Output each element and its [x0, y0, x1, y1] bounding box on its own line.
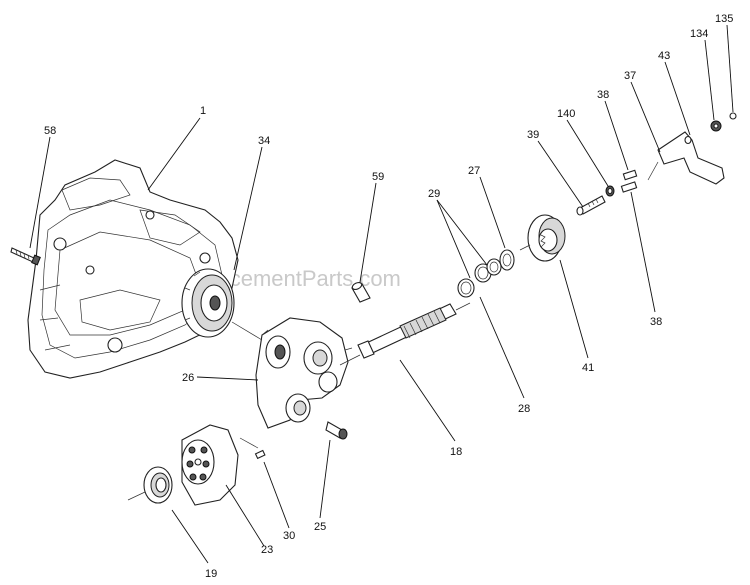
callout-58: 58 — [44, 125, 56, 137]
pin-part-38-lower — [620, 181, 638, 193]
callout-41: 41 — [582, 362, 594, 374]
callout-39: 39 — [527, 129, 539, 141]
callout-59: 59 — [372, 171, 384, 183]
fitting-part-25 — [325, 421, 348, 440]
callout-labels: 1 58 34 59 26 18 19 23 30 25 29 27 28 39… — [44, 13, 733, 580]
shaft-part-18 — [339, 302, 471, 366]
callout-38-upper: 38 — [597, 89, 609, 101]
callout-30: 30 — [283, 530, 295, 542]
callout-28: 28 — [518, 403, 530, 415]
nut-part-134 — [710, 120, 722, 132]
washer-part-140 — [605, 185, 615, 197]
callout-19: 19 — [205, 568, 217, 580]
ring-part-28 — [457, 278, 475, 298]
ring-part-29 — [474, 258, 502, 283]
seal-part-19 — [127, 466, 173, 504]
callout-43: 43 — [658, 50, 670, 62]
cylinder-block-part-23 — [181, 424, 239, 506]
callout-34: 34 — [258, 135, 270, 147]
callout-23: 23 — [261, 544, 273, 556]
pump-body-part-26 — [231, 317, 353, 429]
callout-38-lower: 38 — [650, 316, 662, 328]
callout-135: 135 — [715, 13, 733, 25]
callout-26: 26 — [182, 372, 194, 384]
callout-37: 37 — [624, 70, 636, 82]
bolt-part-39 — [576, 195, 606, 216]
key-part-30 — [239, 437, 266, 460]
callout-18: 18 — [450, 446, 462, 458]
callout-29: 29 — [428, 188, 440, 200]
hub-part-41 — [519, 214, 566, 262]
callout-1: 1 — [200, 105, 206, 117]
leader-lines — [29, 24, 734, 564]
pin-part-59 — [351, 282, 371, 303]
callout-134: 134 — [690, 28, 708, 40]
pin-part-38-upper — [622, 169, 638, 181]
bracket-part-43 — [647, 131, 725, 185]
callout-27: 27 — [468, 165, 480, 177]
ring-part-27 — [499, 249, 515, 271]
callout-140: 140 — [557, 108, 575, 120]
bolt-part-135 — [729, 112, 737, 120]
callout-25: 25 — [314, 521, 326, 533]
gear-part-34 — [181, 268, 235, 338]
screw-part-58 — [10, 247, 41, 266]
